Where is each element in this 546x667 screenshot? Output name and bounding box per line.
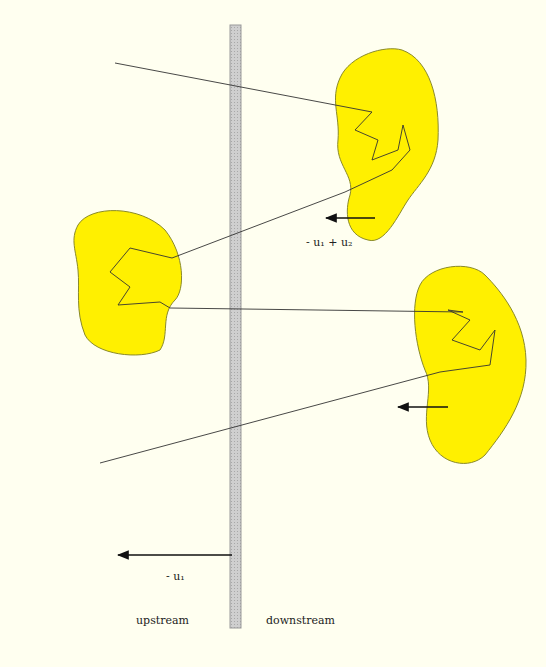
velocity-arrow xyxy=(326,217,375,219)
region-label: upstream xyxy=(136,614,189,627)
velocity-arrow xyxy=(398,406,448,408)
scattering-cloud xyxy=(415,266,526,463)
shock-front xyxy=(230,25,241,628)
velocity-label: - u₁ + u₂ xyxy=(306,236,352,249)
region-label: downstream xyxy=(266,614,335,627)
scattering-cloud xyxy=(335,49,438,241)
particle-path xyxy=(100,63,495,463)
velocity-label: - u₁ xyxy=(166,570,185,583)
velocity-arrow xyxy=(118,554,232,556)
scattering-cloud xyxy=(74,211,182,355)
